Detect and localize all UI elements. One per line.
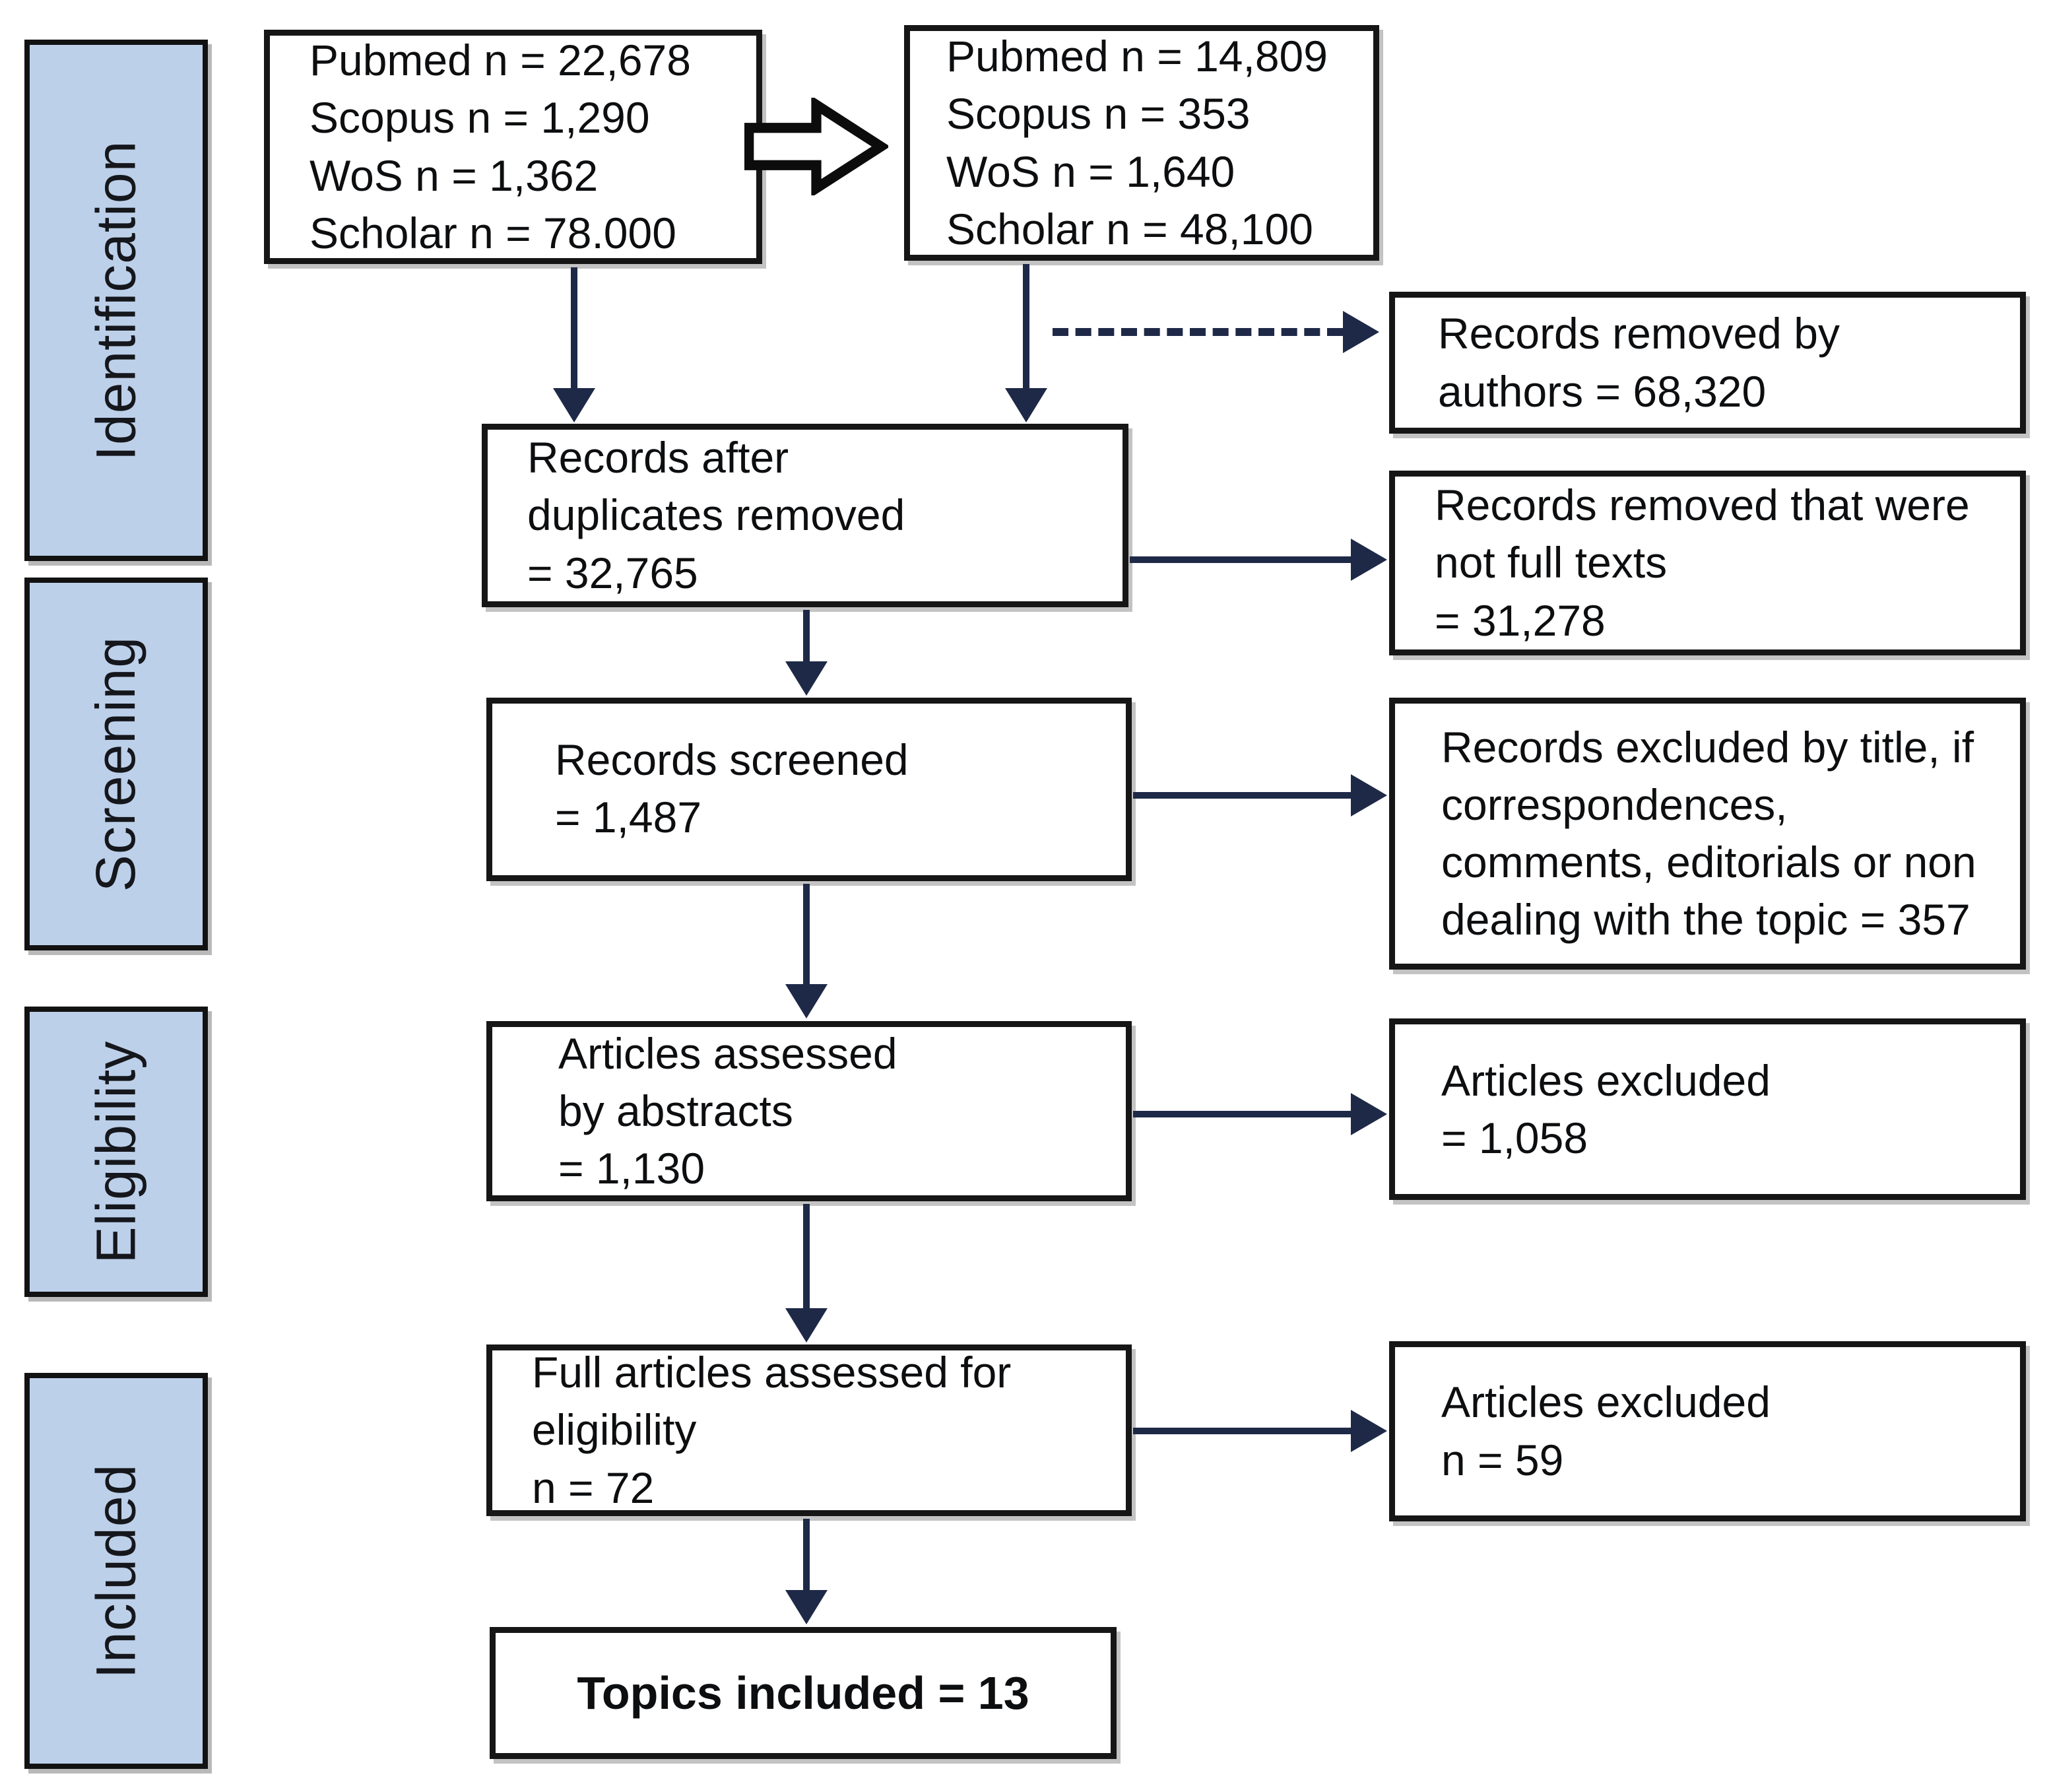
source-line: Scholar n = 48,100 <box>946 204 1313 253</box>
box-removed-by-authors: Records removed by authors = 68,320 <box>1389 292 2026 434</box>
stage-label-included: Included <box>84 1463 147 1678</box>
arrowhead-right-icon <box>1351 1093 1387 1135</box>
arrowhead-down-icon <box>785 984 828 1018</box>
box-assessed-by-abstracts: Articles assessed by abstracts = 1,130 <box>486 1021 1132 1201</box>
arrowhead-right-icon <box>1351 1410 1387 1452</box>
box-line: not full texts <box>1435 538 1668 587</box>
box-line: duplicates removed <box>527 490 905 540</box>
box-sources-initial: Pubmed n = 22,678 Scopus n = 1,290 WoS n… <box>264 30 762 264</box>
box-line: Full articles assessed for <box>532 1348 1012 1397</box>
box-line: Articles excluded <box>1441 1377 1771 1427</box>
stage-identification: Identification <box>24 40 208 561</box>
box-line: Records excluded by title, if <box>1441 722 1974 772</box>
box-line: Records removed by <box>1438 309 1840 358</box>
stage-label-identification: Identification <box>84 140 147 461</box>
arrowhead-down-icon <box>785 661 828 696</box>
arrow-screened-to-excluded-title <box>1133 792 1351 799</box>
source-line: Pubmed n = 22,678 <box>309 36 691 85</box>
box-line: by abstracts <box>558 1086 793 1135</box>
arrow-screened-to-abstracts <box>803 884 810 984</box>
stage-label-screening: Screening <box>84 636 147 892</box>
box-line: eligibility <box>532 1405 697 1455</box>
stage-eligibility: Eligibility <box>24 1007 208 1297</box>
box-after-duplicates: Records after duplicates removed = 32,76… <box>482 424 1128 607</box>
source-line: WoS n = 1,640 <box>946 147 1235 196</box>
box-sources-refined: Pubmed n = 14,809 Scopus n = 353 WoS n =… <box>904 25 1379 261</box>
box-line: = 1,487 <box>555 793 702 842</box>
box-articles-excluded-abstracts: Articles excluded = 1,058 <box>1389 1018 2026 1200</box>
source-line: Pubmed n = 14,809 <box>946 32 1328 81</box>
source-line: WoS n = 1,362 <box>309 150 599 200</box>
arrowhead-down-icon <box>1005 388 1047 422</box>
source-line: Scopus n = 353 <box>946 89 1251 139</box>
box-records-screened: Records screened = 1,487 <box>486 698 1132 881</box>
box-line: Topics included = 13 <box>577 1667 1029 1719</box>
stage-label-eligibility: Eligibility <box>84 1040 147 1263</box>
box-articles-excluded-full: Articles excluded n = 59 <box>1389 1341 2026 1521</box>
box-excluded-by-title: Records excluded by title, if correspond… <box>1389 698 2026 970</box>
box-line: = 31,278 <box>1435 595 1606 645</box>
arrow-full-articles-to-excluded <box>1133 1428 1351 1434</box>
box-line: Records after <box>527 433 789 482</box>
arrowhead-down-icon <box>785 1308 828 1343</box>
box-line: = 32,765 <box>527 548 698 597</box>
box-not-full-texts: Records removed that were not full texts… <box>1389 471 2026 655</box>
box-line: authors = 68,320 <box>1438 366 1767 416</box>
box-line: n = 72 <box>532 1463 655 1512</box>
arrow-sources-refined-to-duplicates <box>1023 264 1029 389</box>
box-line: Articles assessed <box>558 1028 897 1078</box>
box-full-articles-assessed: Full articles assessed for eligibility n… <box>486 1344 1132 1516</box>
arrow-abstracts-to-full-articles <box>803 1204 810 1308</box>
source-line: Scopus n = 1,290 <box>309 93 650 143</box>
source-line: Scholar n = 78.000 <box>309 208 676 257</box>
arrowhead-down-icon <box>785 1590 828 1624</box>
box-topics-included: Topics included = 13 <box>490 1627 1117 1759</box>
arrowhead-right-icon <box>1343 311 1379 353</box>
stage-screening: Screening <box>24 578 208 950</box>
box-line: correspondences, <box>1441 780 1788 829</box>
box-line: dealing with the topic = 357 <box>1441 895 1970 945</box>
arrow-abstracts-to-excluded <box>1133 1111 1351 1117</box>
stage-included: Included <box>24 1373 208 1769</box>
arrow-duplicates-to-not-full-texts <box>1130 556 1351 563</box>
arrow-sources-initial-to-duplicates <box>571 267 577 389</box>
box-line: n = 59 <box>1441 1435 1564 1484</box>
box-line: Records screened <box>555 735 909 784</box>
arrowhead-right-icon <box>1351 539 1387 581</box>
arrow-dashed-to-removed-by-authors <box>1053 328 1343 336</box>
box-line: Records removed that were <box>1435 481 1970 530</box>
arrow-duplicates-to-screened <box>803 610 810 663</box>
block-arrow-right-icon <box>744 98 888 195</box>
box-line: comments, editorials or non <box>1441 838 1976 886</box>
box-line: Articles excluded <box>1441 1056 1771 1105</box>
box-line: = 1,130 <box>558 1144 705 1193</box>
arrow-full-articles-to-topics <box>803 1519 810 1590</box>
arrowhead-right-icon <box>1351 774 1387 816</box>
arrowhead-down-icon <box>553 388 595 422</box>
box-line: = 1,058 <box>1441 1113 1588 1163</box>
